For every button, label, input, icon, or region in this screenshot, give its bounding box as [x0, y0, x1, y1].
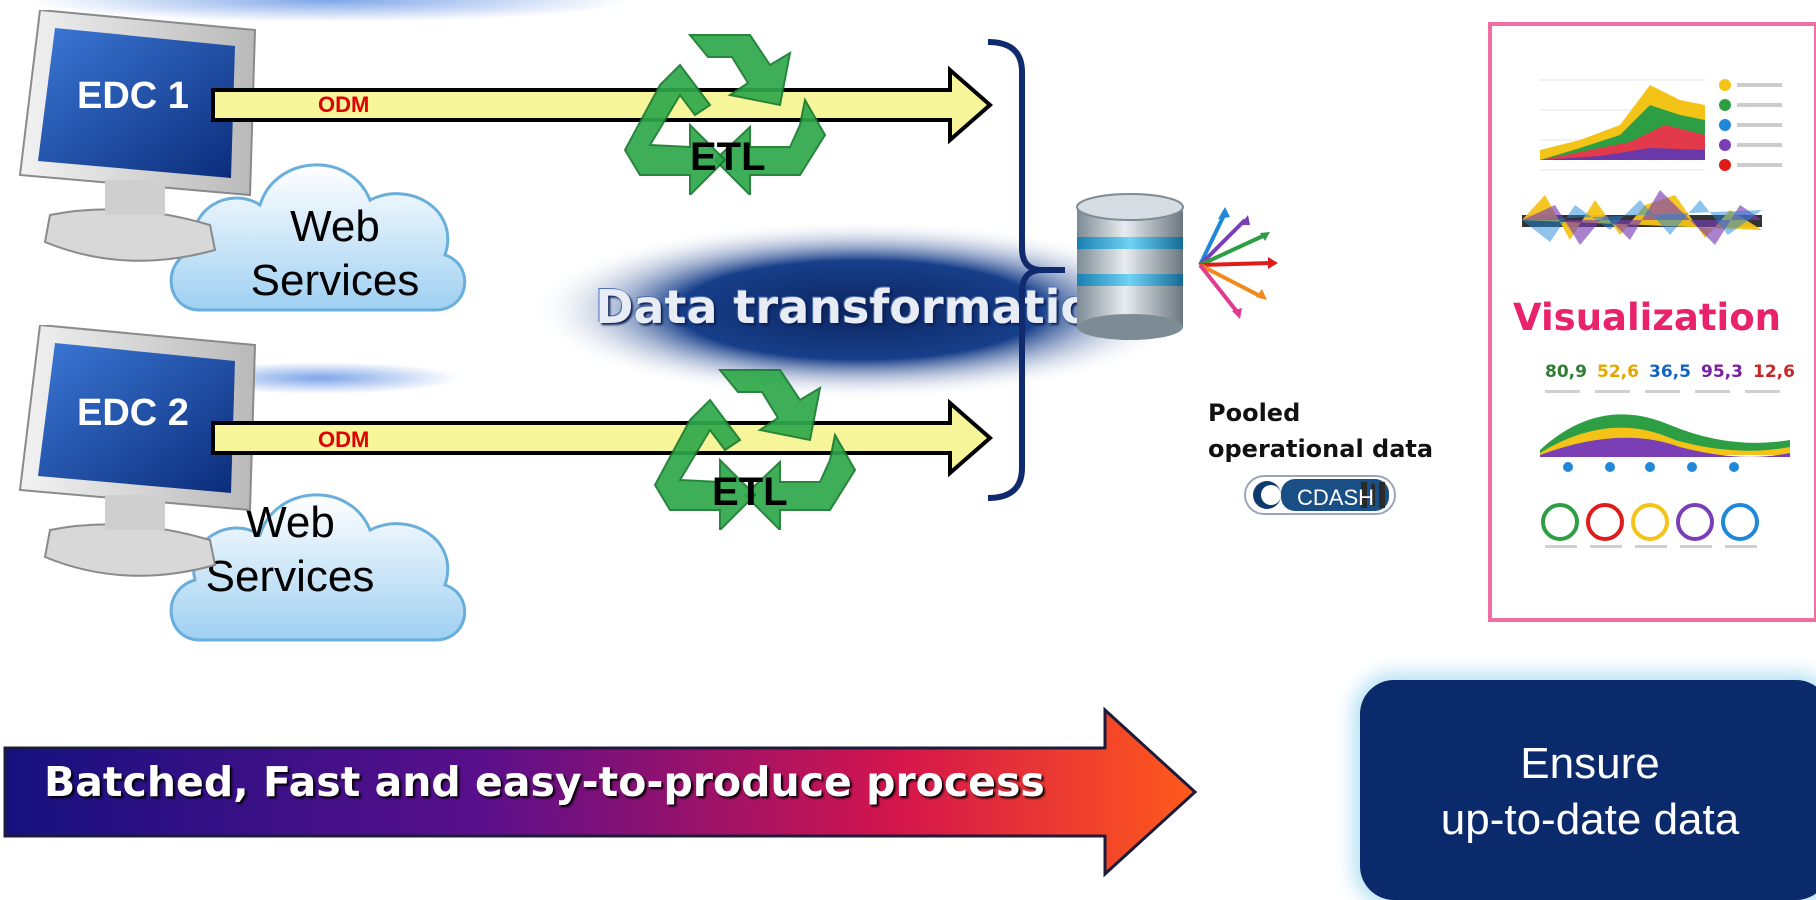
- visualization-title: Visualization: [1513, 296, 1781, 339]
- merge-brace: [987, 39, 1065, 501]
- odm-arrow-2: [211, 398, 994, 478]
- edc-label-1: EDC 1: [77, 75, 189, 117]
- recycle-icon: [653, 369, 857, 530]
- cdash-badge-label: CDASH: [1297, 485, 1375, 510]
- computer-icon: [18, 10, 257, 262]
- edc-label-2: EDC 2: [77, 392, 189, 434]
- stat-value: 80,9: [1545, 362, 1587, 382]
- outcome-label: Ensure up-to-date data: [1440, 739, 1740, 844]
- etl-label-2: ETL: [712, 470, 788, 514]
- recycle-icon: [623, 34, 827, 195]
- distribution-arrows-icon: [1198, 207, 1278, 319]
- odm-label-1: ODM: [318, 92, 370, 117]
- outcome-box: [1360, 680, 1816, 900]
- process-arrow: [3, 706, 1198, 878]
- stat-value: 95,3: [1701, 362, 1743, 382]
- cloud-icon: [169, 493, 467, 642]
- cdash-logo: [1244, 475, 1396, 515]
- pooled-data-label: Pooled operational data: [1208, 399, 1434, 463]
- stat-value: 12,6: [1753, 362, 1795, 382]
- data-transformation-label: Data transformation: [595, 280, 1125, 334]
- stat-value: 36,5: [1649, 362, 1691, 382]
- stats-row: 80,9 52,6 36,5 95,3 12,6: [1545, 362, 1795, 382]
- process-banner-label: Batched, Fast and easy-to-produce proces…: [44, 758, 1045, 806]
- computer-icon: [18, 325, 257, 577]
- etl-label-1: ETL: [690, 135, 766, 179]
- database-icon: [1076, 193, 1184, 340]
- odm-label-2: ODM: [318, 427, 370, 452]
- area-chart-thumbnail: [1522, 79, 1782, 245]
- infographic-thumbnail: [1540, 390, 1790, 548]
- stat-value: 52,6: [1597, 362, 1639, 382]
- odm-arrow-1: [211, 65, 994, 145]
